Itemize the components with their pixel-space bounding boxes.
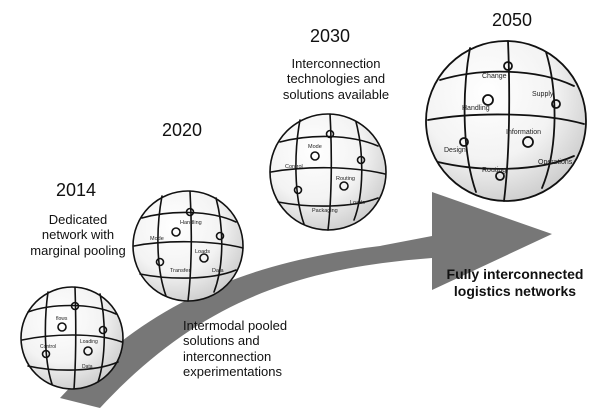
svg-text:Loads: Loads [350, 200, 365, 206]
milestone-year-2030: 2030 [309, 26, 351, 46]
svg-text:Change: Change [482, 73, 507, 80]
growth-arrow-icon [60, 192, 552, 408]
milestone-description-2014: Dedicated network with marginal pooling [30, 212, 126, 258]
svg-text:flows: flows [56, 316, 68, 322]
svg-text:Data: Data [82, 364, 93, 370]
svg-text:Handling: Handling [180, 220, 202, 226]
svg-text:Supply: Supply [532, 91, 554, 98]
svg-text:Mode: Mode [308, 144, 322, 150]
svg-text:Transfer: Transfer [170, 268, 190, 274]
svg-text:Design: Design [444, 147, 466, 154]
svg-text:Information: Information [506, 129, 541, 136]
milestone-year-2050: 2050 [491, 10, 533, 30]
svg-text:Packaging: Packaging [312, 208, 338, 214]
svg-text:Loads: Loads [195, 249, 210, 255]
svg-text:Operations: Operations [538, 159, 573, 166]
svg-text:Handling: Handling [462, 105, 490, 112]
milestone-year-2014: 2014 [55, 180, 97, 200]
milestone-description-2030: Interconnection technologies and solutio… [282, 56, 390, 102]
svg-text:Mode: Mode [150, 236, 164, 242]
svg-text:Control: Control [40, 344, 56, 350]
svg-text:Control: Control [285, 164, 303, 170]
milestone-description-2020: Intermodal pooled solutions and intercon… [183, 318, 288, 379]
milestone-year-2020: 2020 [161, 120, 203, 140]
milestone-description-2050: Fully interconnected logistics networks [446, 266, 584, 299]
svg-text:Loading: Loading [80, 339, 98, 345]
svg-text:Data: Data [212, 268, 225, 274]
svg-text:Routing: Routing [482, 167, 506, 174]
svg-text:Routing: Routing [336, 176, 355, 182]
